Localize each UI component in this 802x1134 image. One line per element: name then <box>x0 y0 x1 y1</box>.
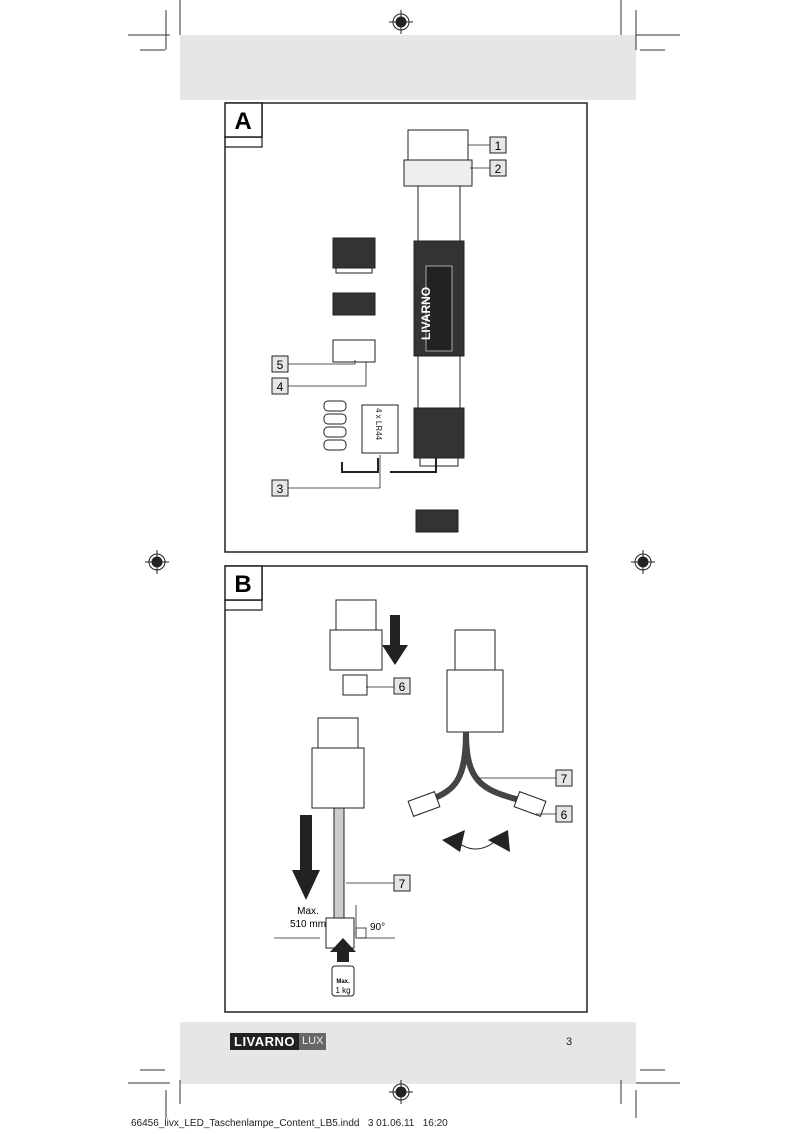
callout-3: 3 <box>271 479 289 497</box>
svg-text:1: 1 <box>495 139 502 153</box>
page-number: 3 <box>566 1036 573 1048</box>
callout-7: 7 <box>555 769 573 787</box>
registration-mark-icon <box>631 550 655 574</box>
logo-main: LIVARNO <box>230 1033 300 1050</box>
callout-4: 4 <box>271 377 289 395</box>
print-slug: 66456_livx_LED_Taschenlampe_Content_LB5.… <box>131 1118 448 1129</box>
logo-sub: LUX <box>299 1033 327 1050</box>
flashlight-brand-text: LIVARNO <box>419 287 433 340</box>
crop-marks <box>128 0 680 1118</box>
callout-6: 6 <box>555 805 573 823</box>
angle-label: 90° <box>370 922 385 933</box>
battery-label: 4 x LR44 <box>374 408 383 441</box>
panel-a-label: A <box>234 108 251 135</box>
callout-7: 7 <box>393 874 411 892</box>
callout-2: 2 <box>489 159 507 177</box>
callout-1: 1 <box>489 136 507 154</box>
panel-a: A LIVARNO 4 x LR44 <box>224 102 588 553</box>
panel-b-label: B <box>234 571 251 598</box>
weight-value: 1 kg <box>335 986 350 995</box>
svg-text:3: 3 <box>277 482 284 496</box>
svg-text:5: 5 <box>277 358 284 372</box>
top-gray-band <box>180 35 636 100</box>
svg-text:7: 7 <box>399 877 406 891</box>
svg-text:4: 4 <box>277 380 284 394</box>
panel-b: B Max. 510 mm 90° Max. <box>224 565 588 1013</box>
max-length-label: Max. <box>297 906 319 917</box>
registration-mark-icon <box>389 1080 413 1104</box>
livarno-lux-logo: LIVARNO LUX <box>230 1033 327 1050</box>
weight-max-label: Max. <box>336 979 350 985</box>
svg-text:6: 6 <box>561 808 568 822</box>
max-length-value: 510 mm <box>290 919 326 930</box>
svg-text:2: 2 <box>495 162 502 176</box>
svg-text:6: 6 <box>399 680 406 694</box>
svg-text:7: 7 <box>561 772 568 786</box>
registration-mark-icon <box>389 10 413 34</box>
registration-mark-icon <box>145 550 169 574</box>
bottom-gray-band <box>180 1022 636 1084</box>
callout-5: 5 <box>271 355 289 373</box>
callout-6: 6 <box>393 677 411 695</box>
